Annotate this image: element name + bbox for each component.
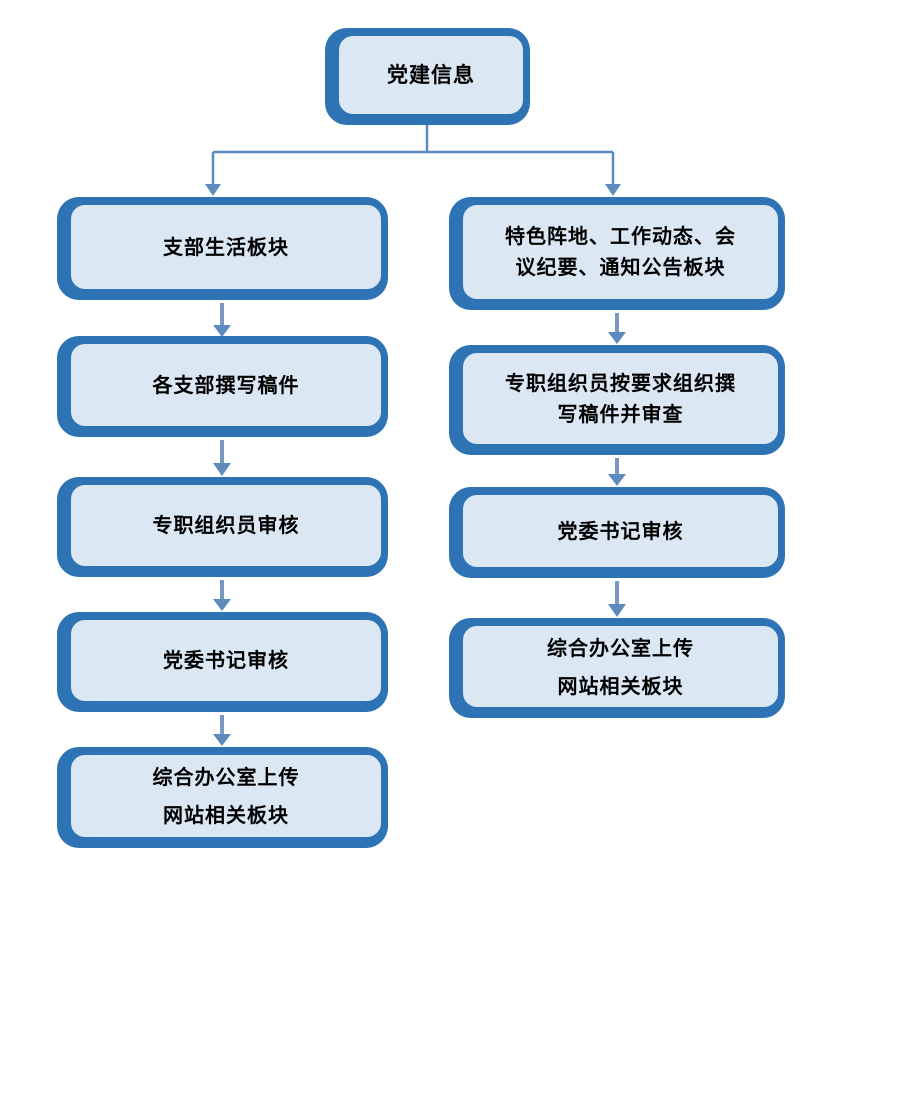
node-face: 综合办公室上传 网站相关板块 <box>460 623 781 710</box>
node-face: 专职组织员按要求组织撰 写稿件并审查 <box>460 350 781 447</box>
node-label: 党委书记审核 <box>163 648 289 672</box>
node-label: 特色阵地、工作动态、会 议纪要、通知公告板块 <box>505 224 736 279</box>
flow-node-left-3: 专职组织员审核 <box>57 477 388 577</box>
node-label: 党委书记审核 <box>557 518 684 543</box>
flow-node-right-2: 专职组织员按要求组织撰 写稿件并审查 <box>449 345 785 455</box>
node-label: 专职组织员按要求组织撰 写稿件并审查 <box>505 370 736 426</box>
flow-node-left-1: 支部生活板块 <box>57 197 388 300</box>
node-label: 专职组织员审核 <box>152 513 300 537</box>
node-face: 专职组织员审核 <box>68 482 384 569</box>
node-face: 党委书记审核 <box>68 617 384 704</box>
arrowhead-r1-r2 <box>608 332 626 344</box>
arrowhead-l4-l5 <box>213 734 231 746</box>
flow-node-left-4: 党委书记审核 <box>57 612 388 712</box>
arrowhead-r3-r4 <box>608 604 626 617</box>
arrowhead-root-to-left <box>205 184 221 196</box>
node-face: 党建信息 <box>336 33 526 117</box>
arrowhead-l2-l3 <box>213 463 231 476</box>
flow-node-right-4: 综合办公室上传 网站相关板块 <box>449 618 785 718</box>
flow-node-left-2: 各支部撰写稿件 <box>57 336 388 437</box>
node-face: 党委书记审核 <box>460 492 781 570</box>
node-label: 综合办公室上传 网站相关板块 <box>547 635 694 698</box>
node-label: 各支部撰写稿件 <box>152 372 300 397</box>
node-label: 支部生活板块 <box>163 234 289 259</box>
flow-node-right-1: 特色阵地、工作动态、会 议纪要、通知公告板块 <box>449 197 785 310</box>
arrowhead-root-to-right <box>605 184 621 196</box>
flow-node-left-5: 综合办公室上传 网站相关板块 <box>57 747 388 848</box>
node-label: 党建信息 <box>387 62 475 87</box>
arrowhead-r2-r3 <box>608 474 626 486</box>
node-face: 支部生活板块 <box>68 202 384 292</box>
flow-node-root: 党建信息 <box>325 28 530 125</box>
node-face: 特色阵地、工作动态、会 议纪要、通知公告板块 <box>460 202 781 302</box>
node-label: 综合办公室上传 网站相关板块 <box>152 765 300 827</box>
node-face: 各支部撰写稿件 <box>68 341 384 429</box>
node-face: 综合办公室上传 网站相关板块 <box>68 752 384 840</box>
arrowhead-l3-l4 <box>213 599 231 611</box>
flow-node-right-3: 党委书记审核 <box>449 487 785 578</box>
